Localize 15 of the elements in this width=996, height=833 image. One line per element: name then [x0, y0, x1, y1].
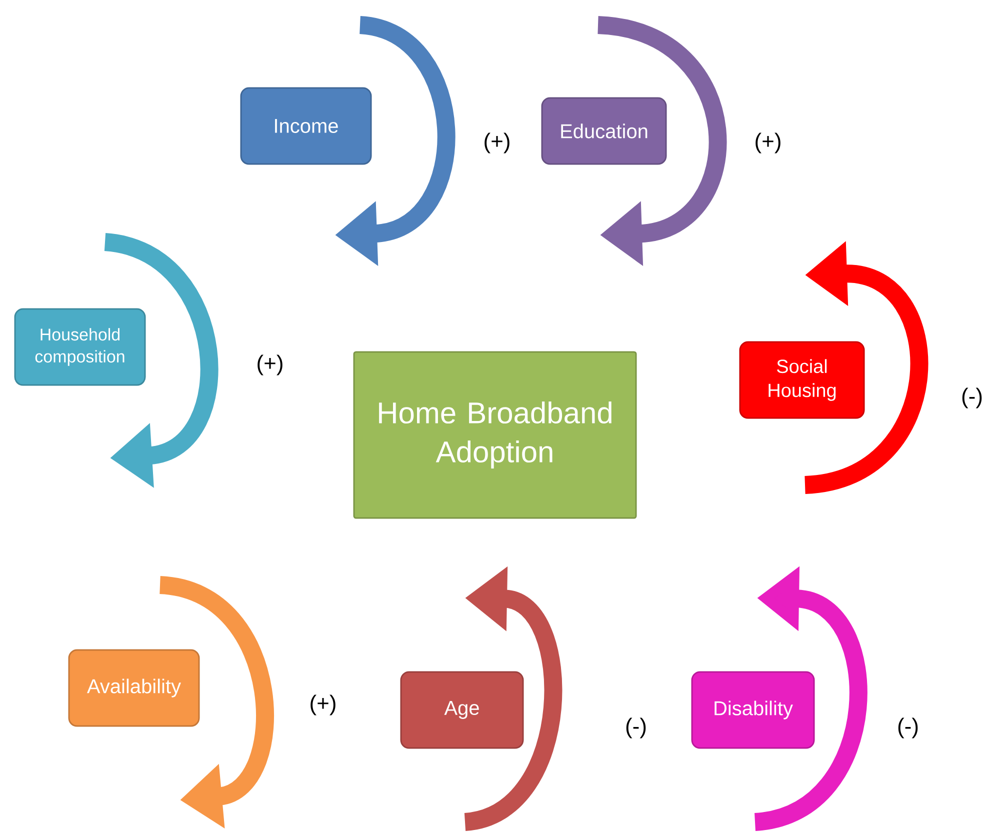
factor-box: Education [541, 97, 667, 165]
sign-label: (-) [626, 718, 646, 738]
sign-label: (+) [756, 132, 780, 154]
factor-box: Income [240, 87, 372, 165]
sign-label: (+) [484, 132, 510, 154]
sign-label: (+) [258, 354, 282, 376]
title-box: Home Broadband Adoption [353, 351, 637, 519]
sign-label: (-) [898, 718, 918, 738]
sign-label: (+) [310, 694, 336, 716]
sign-label: (-) [962, 388, 982, 408]
factor-box: Age [400, 671, 524, 749]
factor-box: Availability [68, 649, 200, 727]
factor-box: Household composition [14, 308, 146, 386]
factor-box: Disability [691, 671, 815, 749]
factor-box: Social Housing [739, 341, 865, 419]
